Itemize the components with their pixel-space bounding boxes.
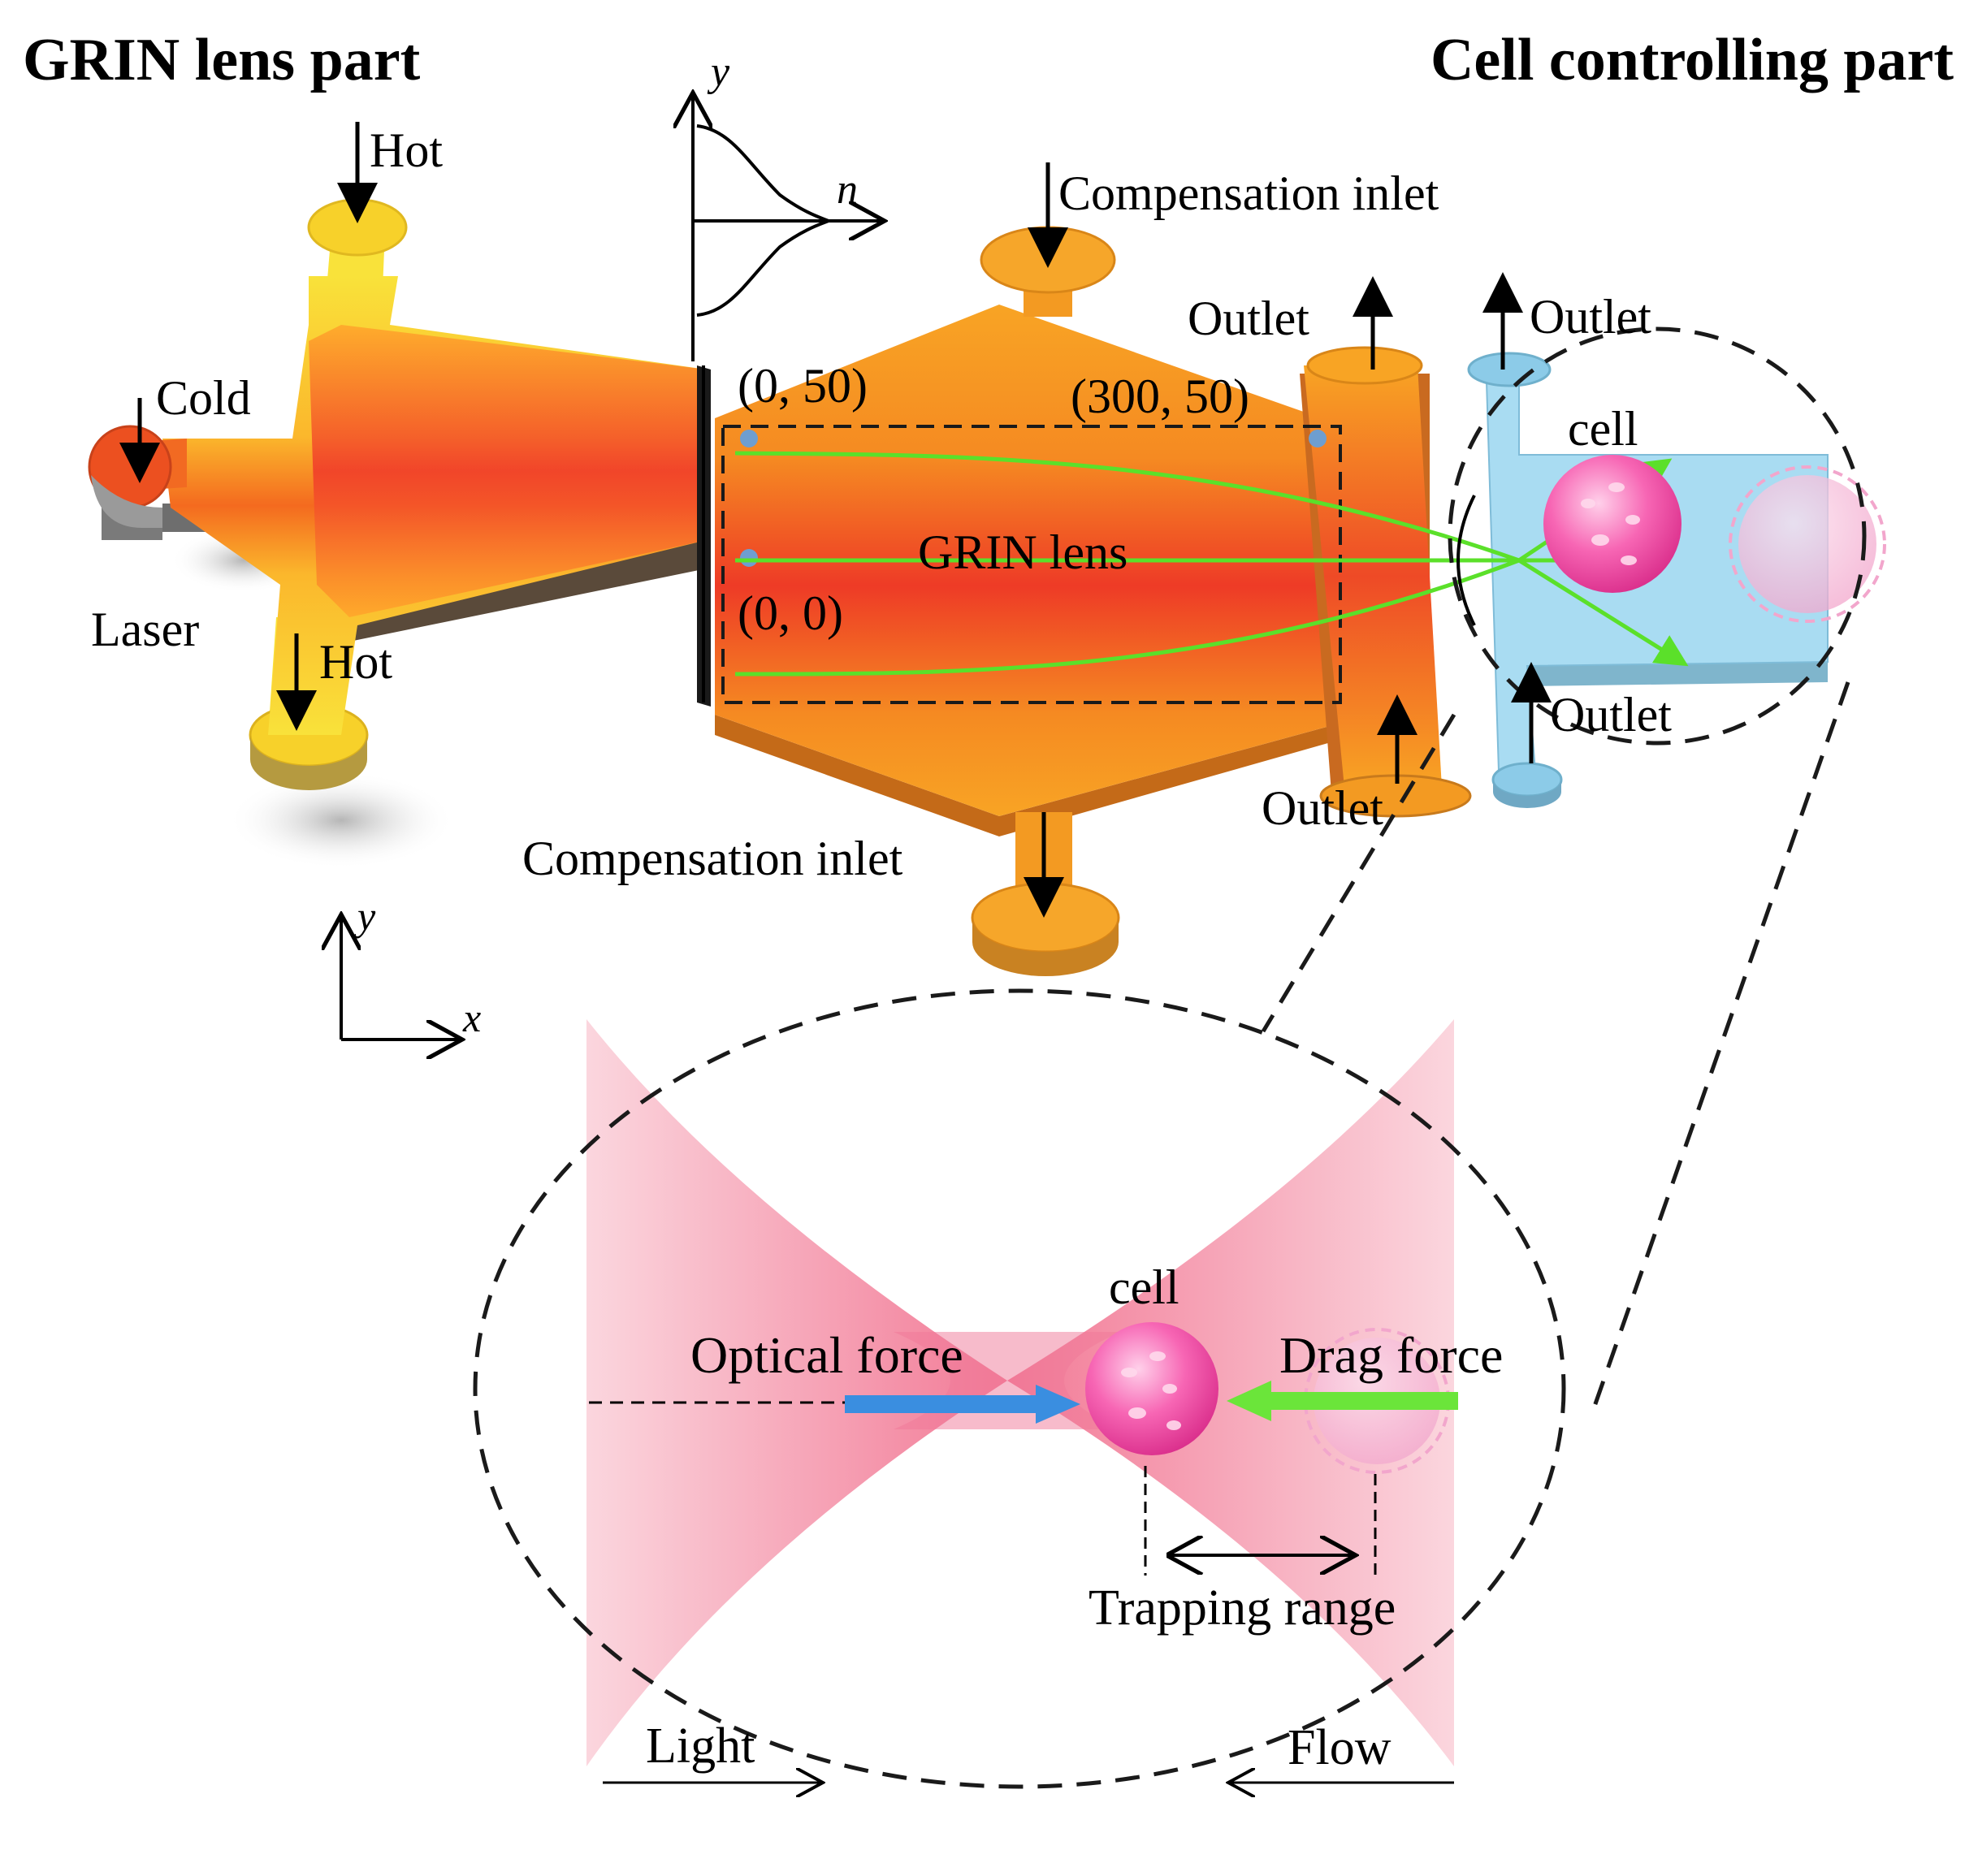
top-labels: Hot Hot Cold Laser Compensation inlet Co… bbox=[91, 123, 1672, 885]
title-grin-lens-part: GRIN lens part bbox=[23, 27, 421, 93]
label-outlet-3: Outlet bbox=[1262, 781, 1383, 835]
label-coord-0-50: (0, 50) bbox=[738, 359, 868, 413]
flow-arrows bbox=[119, 122, 1552, 918]
device-shadow bbox=[227, 772, 455, 869]
cell-top-view bbox=[1543, 455, 1682, 593]
tapered-lens-body bbox=[309, 325, 707, 617]
ray-bottom bbox=[734, 558, 1520, 676]
zoom-connector-right bbox=[1590, 681, 1850, 1414]
inset-cell-organelles bbox=[1121, 1351, 1181, 1430]
label-hot-bottom: Hot bbox=[319, 635, 392, 689]
focus-bracket bbox=[1456, 495, 1476, 626]
beam-left-half bbox=[586, 1019, 1007, 1766]
cold-port-rim bbox=[91, 475, 162, 528]
cell-ghost-top bbox=[1738, 475, 1876, 613]
optical-force-shaft bbox=[845, 1395, 1040, 1413]
hot-port-bottom-rim bbox=[250, 735, 367, 790]
orange-outlet-bar bbox=[1300, 346, 1472, 818]
label-outlet-1: Outlet bbox=[1188, 292, 1309, 345]
label-coord-0-0: (0, 0) bbox=[738, 586, 843, 640]
label-coord-300-50: (300, 50) bbox=[1071, 370, 1249, 423]
label-compensation-inlet-bottom: Compensation inlet bbox=[522, 832, 903, 885]
blue-channel-bottom-port bbox=[1491, 762, 1563, 798]
compensation-inlet-bottom-rim bbox=[972, 918, 1119, 976]
profile-y-label: y bbox=[707, 49, 730, 95]
inset-label-flow: Flow bbox=[1288, 1720, 1392, 1775]
label-grin-lens: GRIN lens bbox=[918, 525, 1127, 579]
axis-y-label: y bbox=[353, 893, 376, 939]
ray-top-after bbox=[1517, 558, 1689, 667]
axis-x-label: x bbox=[462, 995, 481, 1040]
inset-label-light: Light bbox=[646, 1718, 755, 1774]
orange-bar-top bbox=[1306, 346, 1423, 385]
optical-force-arrow bbox=[845, 1385, 1080, 1424]
beam-right-half bbox=[1007, 1019, 1454, 1766]
grin-lens-structure bbox=[88, 198, 711, 869]
label-cold: Cold bbox=[156, 371, 251, 425]
lens-side-wall bbox=[349, 536, 707, 642]
inset-label-trapping-range: Trapping range bbox=[1089, 1580, 1396, 1636]
label-outlet-2: Outlet bbox=[1530, 290, 1651, 344]
inset-cell bbox=[1085, 1322, 1218, 1455]
point-300-50 bbox=[1309, 430, 1327, 447]
cell-ghost-top-outline bbox=[1729, 465, 1886, 623]
title-cell-controlling-part: Cell controlling part bbox=[1430, 27, 1954, 93]
zoom-ellipse-top bbox=[1448, 326, 1867, 746]
zoom-ellipse-bottom bbox=[473, 988, 1566, 1789]
coordinate-axes: y x bbox=[341, 893, 481, 1040]
inset-label-optical-force: Optical force bbox=[690, 1326, 963, 1384]
top-cell-group bbox=[1543, 455, 1886, 623]
label-cell-top: cell bbox=[1568, 402, 1638, 456]
ray-top bbox=[734, 451, 1520, 563]
trap-inset: cell Optical force Drag force Trapping r… bbox=[473, 988, 1566, 1789]
blue-channel-top-port bbox=[1467, 352, 1552, 387]
blue-channel-side bbox=[1495, 662, 1828, 686]
label-laser: Laser bbox=[91, 603, 199, 656]
cell-top-view-organelles bbox=[1581, 482, 1640, 565]
profile-n-label: n bbox=[837, 166, 858, 213]
profile-curve bbox=[696, 124, 833, 317]
inset-label-drag-force: Drag force bbox=[1279, 1326, 1503, 1384]
point-0-0 bbox=[740, 549, 758, 567]
refractive-index-profile: y n bbox=[693, 49, 881, 361]
label-compensation-inlet-top: Compensation inlet bbox=[1058, 166, 1439, 220]
optical-force-head bbox=[1036, 1385, 1080, 1424]
orange-bar-body bbox=[1304, 365, 1442, 788]
label-outlet-4: Outlet bbox=[1550, 688, 1672, 741]
drag-force-shaft bbox=[1267, 1392, 1458, 1410]
drag-force-head bbox=[1227, 1381, 1271, 1421]
drag-force-arrow bbox=[1227, 1381, 1458, 1421]
light-rays bbox=[734, 451, 1689, 676]
grin-region-box bbox=[721, 425, 1342, 704]
zoom-connector-left bbox=[1261, 713, 1456, 1033]
label-hot-top: Hot bbox=[370, 123, 443, 177]
point-0-50 bbox=[740, 430, 758, 447]
blue-channel-bottom-rim bbox=[1493, 780, 1561, 808]
inset-label-cell: cell bbox=[1109, 1260, 1179, 1314]
